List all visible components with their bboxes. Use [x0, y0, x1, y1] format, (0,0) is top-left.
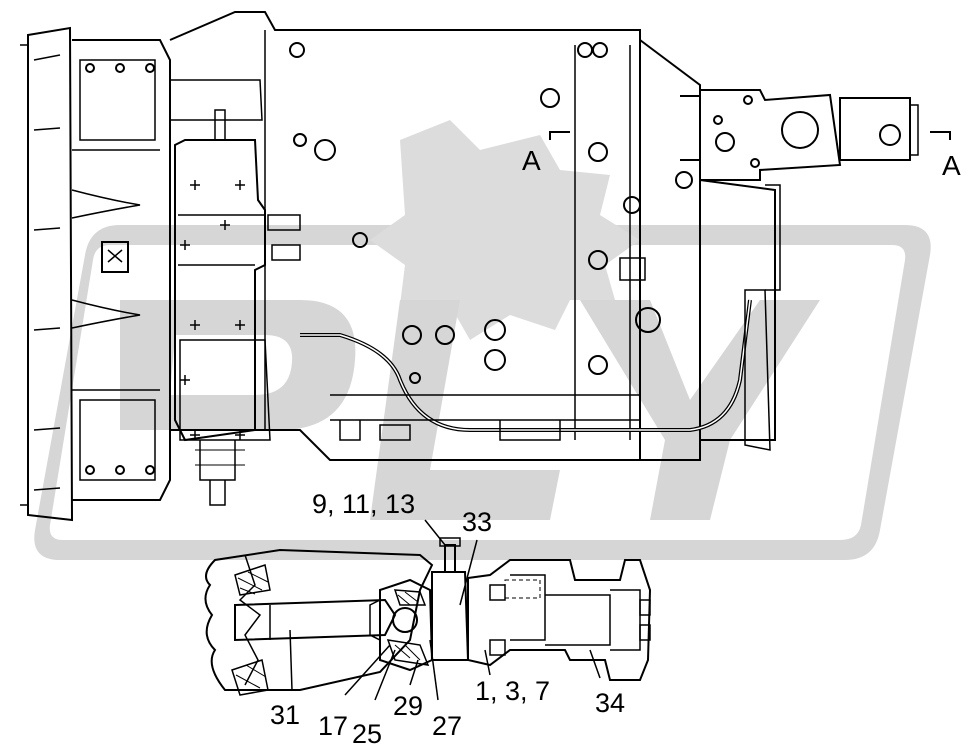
housing-body — [169, 11, 641, 461]
pump-34 — [467, 559, 652, 681]
callout-1-3-7: 1, 3, 7 — [475, 676, 550, 706]
leader-lines — [289, 519, 601, 701]
section-mark-a-right: A — [942, 150, 961, 181]
callout-9-11-13: 9, 11, 13 — [312, 489, 415, 519]
callout-17: 17 — [318, 711, 348, 741]
gearbox-housing — [20, 11, 919, 522]
housing-flange — [27, 26, 74, 522]
callout-33: 33 — [462, 507, 492, 537]
housing-bell — [72, 39, 171, 501]
section-cut-marks — [549, 131, 951, 140]
flange-33 — [431, 571, 470, 661]
callout-25: 25 — [352, 719, 382, 749]
watermark — [34, 120, 931, 560]
section-mark-a-left: A — [522, 145, 541, 176]
section-housing — [204, 548, 434, 691]
callout-29: 29 — [393, 691, 423, 721]
shaft-31 — [234, 598, 397, 642]
side-pump — [699, 89, 842, 181]
valve-block — [174, 139, 266, 442]
section-view-assembly — [204, 537, 652, 696]
callout-27: 27 — [432, 711, 462, 741]
callout-31: 31 — [270, 700, 300, 730]
callout-34: 34 — [595, 688, 625, 718]
